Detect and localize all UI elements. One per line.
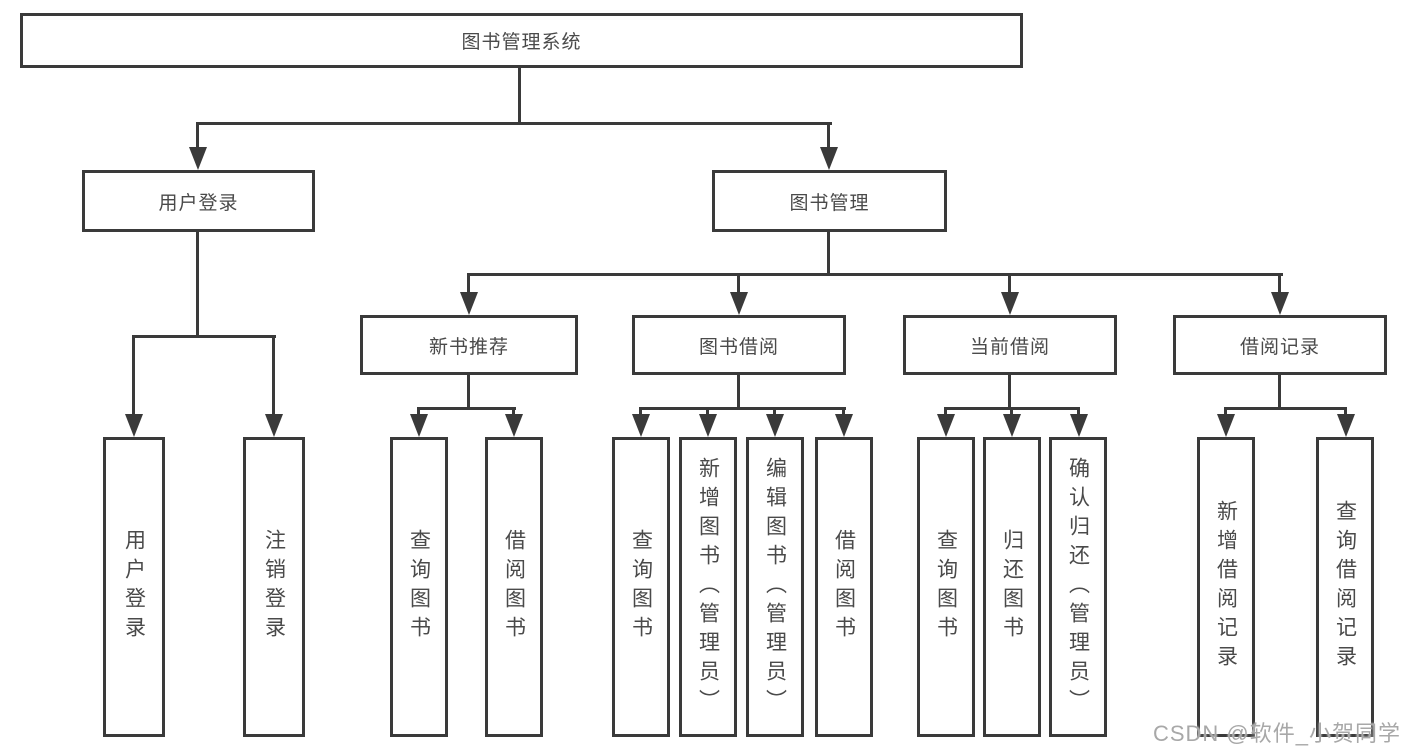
connector-line (196, 122, 199, 150)
connector-line (467, 273, 1283, 276)
connector-line (1278, 273, 1281, 295)
connector-line (827, 232, 830, 276)
connector-line (737, 375, 740, 410)
connector-line (467, 273, 470, 295)
connector-line (196, 232, 199, 335)
connector-line (737, 273, 740, 295)
node-label: 查询借阅记录 (1333, 500, 1357, 674)
arrow-down-icon (766, 414, 784, 437)
node-label: 确认归还（管理员） (1066, 456, 1090, 718)
node-label: 新增图书（管理员） (696, 456, 720, 718)
node-borrowing-records: 借阅记录 (1173, 315, 1387, 375)
node-label: 查询图书 (629, 529, 653, 645)
leaf-confirm-return-admin: 确认归还（管理员） (1049, 437, 1107, 737)
connector-line (1008, 273, 1011, 295)
connector-line (773, 407, 776, 419)
connector-line (842, 407, 845, 419)
arrow-down-icon (937, 414, 955, 437)
connector-line (639, 407, 846, 410)
arrow-down-icon (460, 292, 478, 315)
node-new-book-recommendation: 新书推荐 (360, 315, 578, 375)
connector-line (1077, 407, 1080, 419)
arrow-down-icon (1271, 292, 1289, 315)
connector-line (1224, 407, 1227, 419)
leaf-add-books-admin: 新增图书（管理员） (679, 437, 737, 737)
connector-line (132, 335, 135, 415)
leaf-query-books-recommendation: 查询图书 (390, 437, 448, 737)
node-label: 借阅图书 (832, 529, 856, 645)
node-label: 借阅图书 (502, 529, 526, 645)
connector-line (944, 407, 947, 419)
connector-line (196, 122, 832, 125)
arrow-down-icon (1337, 414, 1355, 437)
node-label: 新增借阅记录 (1214, 500, 1238, 674)
connector-line (417, 407, 420, 419)
node-label: 归还图书 (1000, 529, 1024, 645)
node-current-borrowing: 当前借阅 (903, 315, 1117, 375)
node-label: 图书借阅 (698, 336, 779, 358)
connector-line (1224, 407, 1347, 410)
arrow-down-icon (632, 414, 650, 437)
connector-line (706, 407, 709, 419)
arrow-down-icon (1001, 292, 1019, 315)
leaf-return-books: 归还图书 (983, 437, 1041, 737)
arrow-down-icon (820, 147, 838, 170)
node-label: 编辑图书（管理员） (763, 456, 787, 718)
leaf-borrow-books-recommendation: 借阅图书 (485, 437, 543, 737)
node-library-management-system: 图书管理系统 (20, 13, 1023, 68)
node-book-borrowing: 图书借阅 (632, 315, 846, 375)
arrow-down-icon (730, 292, 748, 315)
arrow-down-icon (835, 414, 853, 437)
arrow-down-icon (125, 414, 143, 437)
arrow-down-icon (505, 414, 523, 437)
connector-line (1008, 375, 1011, 410)
leaf-query-books-current: 查询图书 (917, 437, 975, 737)
node-label: 查询图书 (407, 529, 431, 645)
arrow-down-icon (1217, 414, 1235, 437)
leaf-edit-books-admin: 编辑图书（管理员） (746, 437, 804, 737)
connector-line (1010, 407, 1013, 419)
leaf-add-borrow-record: 新增借阅记录 (1197, 437, 1255, 737)
node-book-management: 图书管理 (712, 170, 947, 232)
node-label: 注销登录 (262, 529, 286, 645)
connector-line (467, 375, 470, 410)
arrow-down-icon (189, 147, 207, 170)
arrow-down-icon (699, 414, 717, 437)
leaf-borrow-books-borrowing: 借阅图书 (815, 437, 873, 737)
node-label: 新书推荐 (428, 336, 509, 358)
leaf-query-books-borrowing: 查询图书 (612, 437, 670, 737)
node-label: 图书管理 (789, 192, 870, 214)
arrow-down-icon (410, 414, 428, 437)
node-label: 借阅记录 (1239, 336, 1320, 358)
connector-line (518, 68, 521, 122)
connector-line (639, 407, 642, 419)
node-user-login: 用户登录 (82, 170, 315, 232)
arrow-down-icon (1003, 414, 1021, 437)
connector-line (1344, 407, 1347, 419)
connector-line (417, 407, 516, 410)
node-label: 用户登录 (122, 529, 146, 645)
connector-line (827, 122, 830, 150)
leaf-logout: 注销登录 (243, 437, 305, 737)
arrow-down-icon (1070, 414, 1088, 437)
connector-line (272, 335, 275, 415)
leaf-query-borrow-record: 查询借阅记录 (1316, 437, 1374, 737)
arrow-down-icon (265, 414, 283, 437)
node-label: 图书管理系统 (461, 32, 582, 53)
connector-line (1278, 375, 1281, 410)
node-label: 当前借阅 (969, 336, 1050, 358)
connector-line (132, 335, 276, 338)
node-label: 查询图书 (934, 529, 958, 645)
csdn-watermark: CSDN @软件_小贺同学 (1152, 721, 1401, 746)
leaf-user-login: 用户登录 (103, 437, 165, 737)
connector-line (512, 407, 515, 419)
node-label: 用户登录 (158, 192, 239, 214)
